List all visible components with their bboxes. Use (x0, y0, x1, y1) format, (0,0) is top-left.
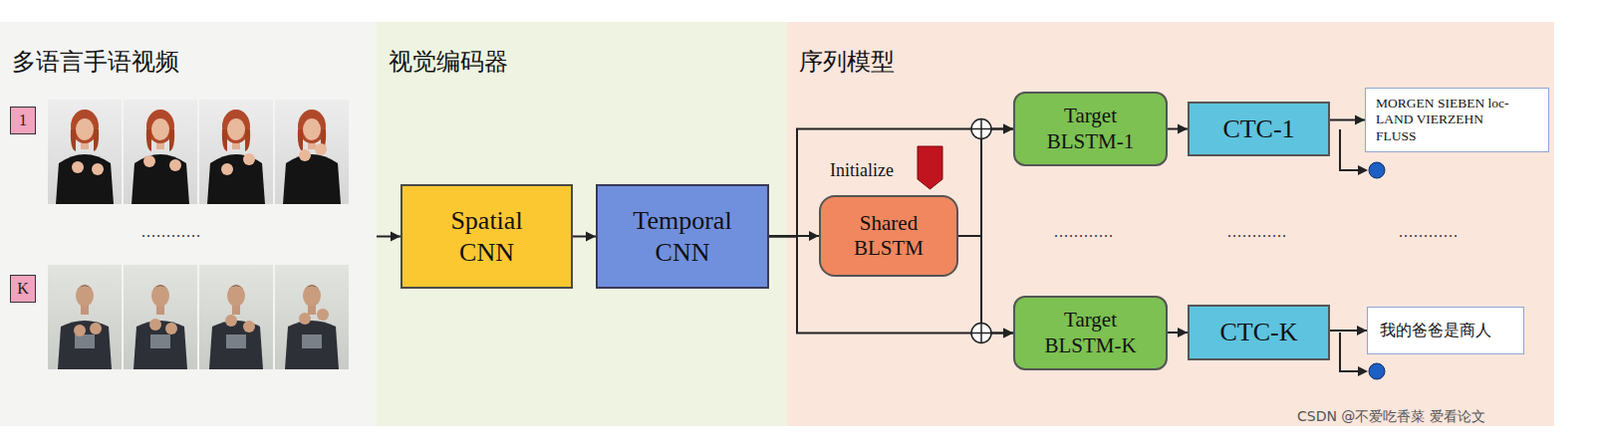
blstm-box: Shared BLSTM (818, 195, 959, 277)
sum-node (971, 323, 992, 344)
index-number: 1 (18, 111, 27, 130)
box-label: Target BLSTM-1 (1036, 103, 1146, 154)
output-box: MORGEN SIEBEN loc-LAND VIERZEHN FLUSS (1364, 87, 1550, 153)
init-label: Initialize (829, 160, 894, 182)
gloss-output: MORGEN SIEBEN loc-LAND VIERZEHN FLUSS (1375, 95, 1516, 145)
stage-band: 视觉编码器 Spatial CNN Temporal CNN (376, 21, 788, 427)
cnn-box: Temporal CNN (595, 184, 770, 289)
branch-arrowhead (1357, 366, 1368, 377)
connector-arrow (1167, 124, 1188, 135)
init-marker (917, 146, 943, 190)
connector-arrow (958, 236, 1014, 339)
ctc-box: CTC-K (1187, 304, 1331, 361)
box-label: CTC-K (1220, 317, 1299, 348)
box-label: Temporal CNN (622, 205, 743, 267)
band-heading: 多语言手语视频 (0, 21, 377, 78)
cnn-box: Spatial CNN (400, 184, 573, 289)
connector-arrow (1330, 115, 1365, 126)
ellipsis: ............ (1227, 223, 1288, 242)
band-heading: 序列模型 (787, 21, 1555, 78)
connector-arrow (958, 124, 1014, 238)
language-index-box: 1 (9, 106, 36, 135)
ellipsis: ............ (1398, 223, 1459, 242)
connector-arrow (1167, 327, 1188, 338)
branch-line (1339, 129, 1359, 372)
video-frames (47, 99, 349, 370)
box-label: Spatial CNN (432, 205, 542, 267)
output-box: 我的爸爸是商人 (1366, 306, 1525, 355)
blstm-box: Target BLSTM-1 (1013, 91, 1168, 167)
blstm-box: Target BLSTM-K (1013, 295, 1168, 371)
output-dot (1368, 162, 1385, 179)
ellipsis: ............ (1054, 223, 1114, 242)
ellipsis: ............ (141, 223, 202, 242)
connector-arrow (376, 232, 401, 243)
box-label: Shared BLSTM (838, 211, 939, 262)
connector-arrow (572, 232, 596, 243)
output-dot (1368, 363, 1385, 380)
ctc-box: CTC-1 (1187, 101, 1331, 157)
band-heading: 视觉编码器 (376, 21, 788, 78)
sentence-output: 我的爸爸是商人 (1379, 320, 1492, 342)
box-label: CTC-1 (1222, 114, 1295, 145)
connector-arrow (1330, 325, 1367, 336)
index-number: K (16, 279, 29, 298)
sum-node (971, 119, 992, 140)
branch-arrowhead (1357, 165, 1368, 176)
watermark: CSDN @不爱吃香菜 爱看论文 (1297, 408, 1486, 427)
box-label: Target BLSTM-K (1036, 307, 1146, 358)
language-index-box: K (9, 274, 36, 303)
